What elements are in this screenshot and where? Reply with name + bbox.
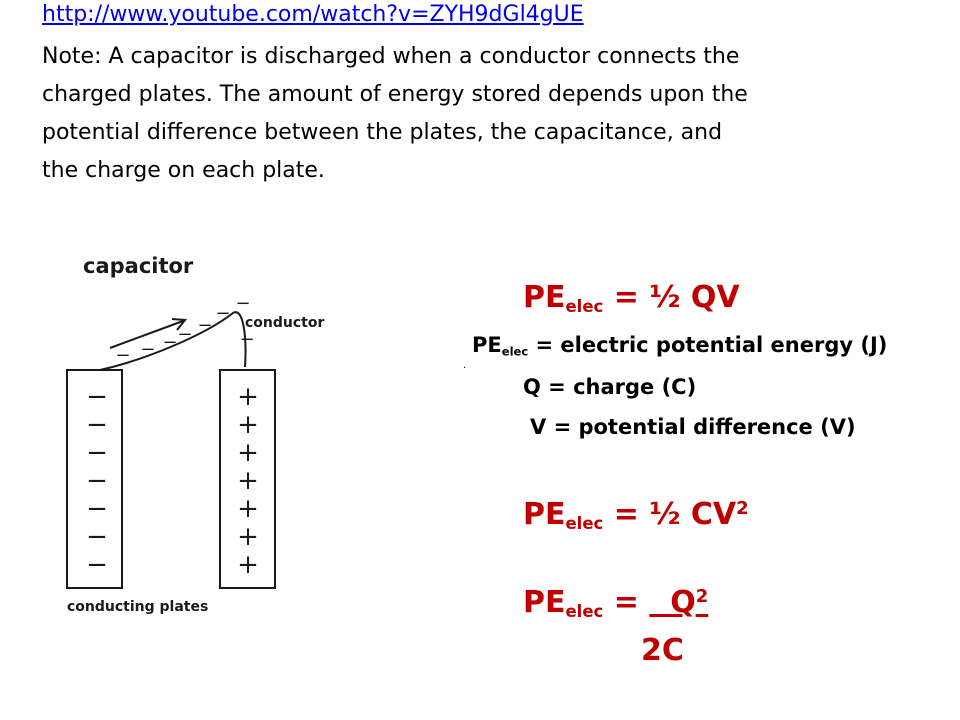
- wire-charge: −: [235, 293, 250, 314]
- numerator: Q2: [670, 585, 709, 620]
- diagram-title: capacitor: [83, 254, 194, 278]
- negative-plate: [66, 369, 123, 589]
- formula-pe-half-qv: PEelec = ½ QV: [523, 280, 740, 316]
- positive-charges: +++++++: [237, 382, 259, 580]
- plus-charge: +: [237, 410, 259, 440]
- minus-charge: −: [86, 466, 108, 496]
- wire-charge: −: [239, 329, 254, 350]
- youtube-link[interactable]: http://www.youtube.com/watch?v=ZYH9dGl4g…: [42, 2, 584, 27]
- note-paragraph: Note: A capacitor is discharged when a c…: [42, 38, 922, 190]
- conductor-arrow: [109, 320, 184, 349]
- wire-charges: −−−−−−−−: [115, 293, 254, 366]
- note-line: charged plates. The amount of energy sto…: [42, 82, 748, 107]
- formula-pe-half-cv2: PEelec = ½ CV2: [523, 497, 749, 533]
- wire-charge: −: [197, 315, 212, 336]
- formula-pe-q2-over-2c: PEelec = Q2: [523, 585, 709, 621]
- definition-q: Q = charge (C): [523, 375, 697, 399]
- plus-charge: +: [237, 466, 259, 496]
- minus-charge: −: [86, 410, 108, 440]
- conductor-wire: [99, 311, 247, 371]
- definition-pe: PEelec = electric potential energy (J): [472, 333, 888, 359]
- plus-charge: +: [237, 438, 259, 468]
- denominator: 2C: [641, 633, 684, 668]
- negative-charges: −−−−−−−: [86, 382, 108, 580]
- minus-charge: −: [86, 550, 108, 580]
- minus-charge: −: [86, 382, 108, 412]
- minus-charge: −: [86, 522, 108, 552]
- capacitor-diagram: capacitor −−−−−−− +++++++ −−−−−−−− condu…: [66, 254, 324, 615]
- note-line: Note: A capacitor is discharged when a c…: [42, 44, 740, 69]
- minus-charge: −: [86, 494, 108, 524]
- minus-charge: −: [86, 438, 108, 468]
- plus-charge: +: [237, 494, 259, 524]
- arrow-head: [171, 318, 187, 331]
- note-line: the charge on each plate.: [42, 158, 325, 183]
- positive-plate: [219, 369, 276, 589]
- definition-v: V = potential difference (V): [530, 415, 856, 439]
- note-line: potential difference between the plates,…: [42, 120, 723, 145]
- plus-charge: +: [237, 522, 259, 552]
- conductor-label: conductor: [245, 315, 324, 331]
- plus-charge: +: [237, 382, 259, 412]
- wire-charge: −: [115, 345, 130, 366]
- stray-dot: .: [463, 360, 467, 371]
- plates-label: conducting plates: [67, 599, 208, 615]
- plus-charge: +: [237, 550, 259, 580]
